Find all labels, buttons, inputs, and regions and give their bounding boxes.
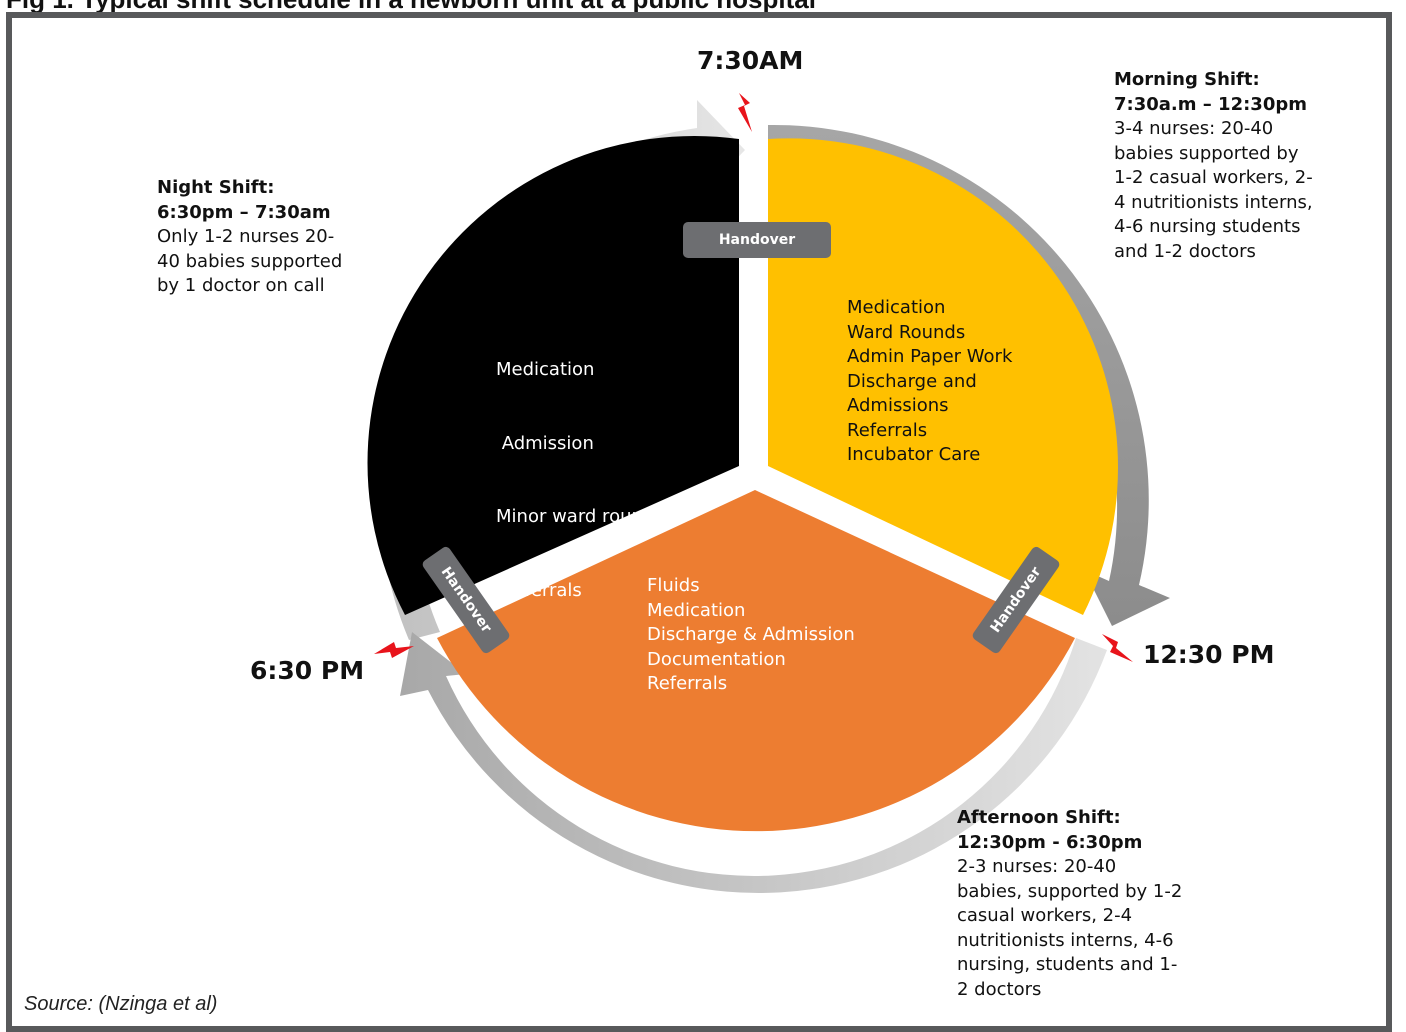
afternoon-task: Referrals [647,673,728,694]
night-task: Referrals [496,579,582,601]
night-shift-info: Night Shift: 6:30pm – 7:30am Only 1-2 nu… [157,176,342,299]
morning-task: Admin Paper Work [847,346,1013,367]
arrow-morning-to-afternoon [768,124,1170,626]
morning-staffing-line: 4 nutritionists interns, [1114,191,1313,213]
handover-badge-top: Handover [683,222,831,258]
morning-task: Admissions [847,395,949,416]
morning-staffing-line: 3-4 nurses: 20-40 [1114,118,1274,139]
afternoon-staffing-line: babies, supported by 1-2 [957,880,1183,902]
lightning-bolts [374,93,1133,662]
night-task: Minor ward round [496,506,655,527]
night-shift-title: Night Shift: [157,177,275,198]
night-task: Medication [496,359,595,380]
night-staffing-line: Only 1-2 nurses 20- [157,226,335,247]
segment-morning [768,138,1119,615]
afternoon-task: Discharge & Admission [647,624,855,645]
night-task: Admission [496,432,594,454]
afternoon-task: Documentation [647,648,786,670]
arrow-afternoon-to-night [400,632,1107,893]
night-shift-hours: 6:30pm – 7:30am [157,201,331,223]
morning-staffing-line: 4-6 nursing students [1114,216,1301,237]
afternoon-shift-info: Afternoon Shift: 12:30pm - 6:30pm 2-3 nu… [957,806,1182,1002]
morning-task-list: Medication Ward Rounds Admin Paper Work … [847,296,1012,468]
morning-shift-info: Morning Shift: 7:30a.m – 12:30pm 3-4 nur… [1114,68,1313,264]
lightning-icon [374,642,414,658]
time-label-afternoon: 12:30 PM [1143,640,1275,669]
morning-staffing-line: babies supported by [1114,142,1299,164]
morning-task: Discharge and [847,370,977,392]
morning-task: Referrals [847,419,928,441]
source-citation: Source: (Nzinga et al) [24,993,218,1015]
pie [367,135,1119,832]
time-label-morning: 7:30AM [697,46,804,75]
morning-staffing-line: 1-2 casual workers, 2- [1114,167,1313,188]
afternoon-staffing-line: 2 doctors [957,978,1042,1000]
time-label-night: 6:30 PM [250,656,365,685]
heading-strip: Fig 1. Typical shift schedule in a newbo… [0,0,1406,12]
night-staffing-line: by 1 doctor on call [157,275,325,296]
afternoon-staffing-line: nutritionists interns, 4-6 [957,929,1174,951]
morning-shift-hours: 7:30a.m – 12:30pm [1114,93,1307,115]
night-staffing-line: 40 babies supported [157,250,343,272]
afternoon-staffing-line: casual workers, 2-4 [957,905,1133,926]
morning-task: Ward Rounds [847,321,966,343]
morning-shift-title: Morning Shift: [1114,69,1260,90]
afternoon-shift-hours: 12:30pm - 6:30pm [957,831,1143,853]
afternoon-staffing-line: 2-3 nurses: 20-40 [957,856,1117,877]
figure-heading-fragment: Fig 1. Typical shift schedule in a newbo… [6,0,816,12]
afternoon-staffing-line: nursing, students and 1- [957,954,1178,975]
lightning-icon [738,93,752,132]
morning-task: Incubator Care [847,444,981,465]
afternoon-shift-title: Afternoon Shift: [957,807,1121,828]
lightning-icon [1102,634,1133,662]
night-task-list: Medication Admission Minor ward round Re… [496,309,654,628]
morning-staffing-line: and 1-2 doctors [1114,240,1256,262]
afternoon-task: Medication [647,599,746,621]
afternoon-task: Fluids [647,575,700,596]
segment-afternoon [437,490,1075,832]
afternoon-task-list: Fluids Medication Discharge & Admission … [647,574,855,697]
segment-night [367,135,739,616]
morning-task: Medication [847,297,946,318]
